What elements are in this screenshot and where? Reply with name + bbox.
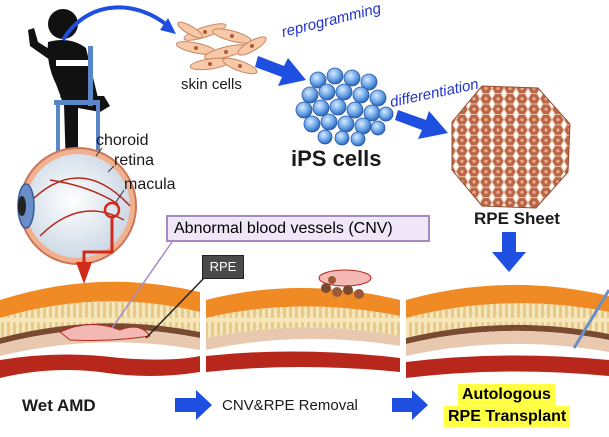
skin-cells-icon (175, 21, 267, 75)
abnormal-vessels-label: Abnormal blood vessels (CNV) (166, 215, 430, 242)
biopsy-arrowhead (160, 18, 176, 34)
choroid-leader (95, 147, 103, 157)
skin-cells-label: skin cells (181, 76, 242, 93)
rpe-label: RPE (202, 255, 244, 279)
transplant-panel (406, 284, 609, 378)
ips-cells-icon (295, 67, 394, 147)
flow-arrow-1 (175, 390, 212, 420)
retina-leader (107, 165, 115, 173)
retina-label: retina (114, 152, 155, 169)
ips-cells-label: iPS cells (291, 146, 382, 171)
rpe-sheet-down-arrow (492, 232, 526, 272)
zoom-arrow (82, 216, 114, 262)
transplant-label-line1: Autologous (458, 384, 555, 405)
reprogramming-arrow (255, 56, 306, 86)
cnv-leader (111, 241, 173, 329)
rpe-leader (145, 275, 207, 339)
differentiation-arrow (395, 110, 448, 139)
patient-icon (28, 9, 110, 170)
zoom-arrowhead (76, 262, 92, 284)
removal-panel (206, 269, 400, 372)
rpe-sheet-label: RPE Sheet (474, 209, 560, 228)
wet-amd-label: Wet AMD (22, 396, 96, 415)
transplant-label-line2: RPE Transplant (444, 406, 571, 427)
removal-label: CNV&RPE Removal (222, 397, 358, 414)
flow-arrow-2 (392, 390, 428, 420)
rpe-sheet-icon (451, 85, 571, 209)
macula-leader (115, 189, 125, 203)
biopsy-arrow (61, 5, 170, 42)
eye-icon (17, 147, 137, 265)
removed-tissue-icon (318, 269, 372, 299)
wet-amd-panel (0, 281, 200, 378)
injection-needle (572, 289, 609, 349)
macula-label: macula (124, 176, 176, 193)
choroid-label: choroid (96, 132, 149, 149)
